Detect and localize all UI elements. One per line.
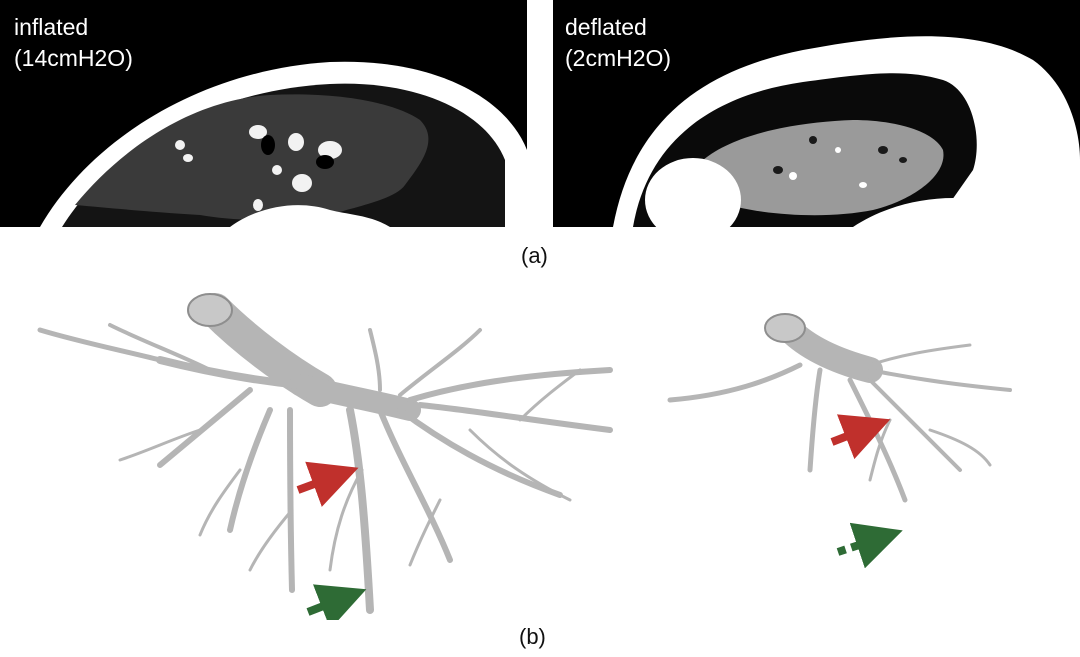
inflated-label-line2: (14cmH2O): [14, 45, 133, 71]
green-arrow-icon: [306, 584, 367, 620]
airway-tree-inflated: [37, 293, 613, 614]
airway-tree-models: [37, 293, 1012, 620]
deflated-label-line2: (2cmH2O): [565, 45, 672, 71]
ct-scan-deflated-graphic: [553, 0, 1080, 227]
green-dashed-arrow-icon: [836, 522, 903, 569]
deflated-label: deflated (2cmH2O): [565, 12, 671, 74]
airway-tree-deflated: [667, 313, 1012, 503]
inflated-label: inflated (14cmH2O): [14, 12, 133, 74]
red-arrow-icon: [296, 461, 359, 507]
deflated-label-line1: deflated: [565, 14, 647, 40]
inflated-label-line1: inflated: [14, 14, 89, 40]
ct-scan-inflated-graphic: [0, 0, 527, 227]
subfigure-label-b: (b): [519, 624, 546, 649]
ct-image-deflated: deflated (2cmH2O): [553, 0, 1080, 227]
red-arrow-icon: [830, 414, 891, 460]
subfigure-label-a: (a): [521, 243, 548, 268]
ct-image-inflated: inflated (14cmH2O): [0, 0, 527, 227]
